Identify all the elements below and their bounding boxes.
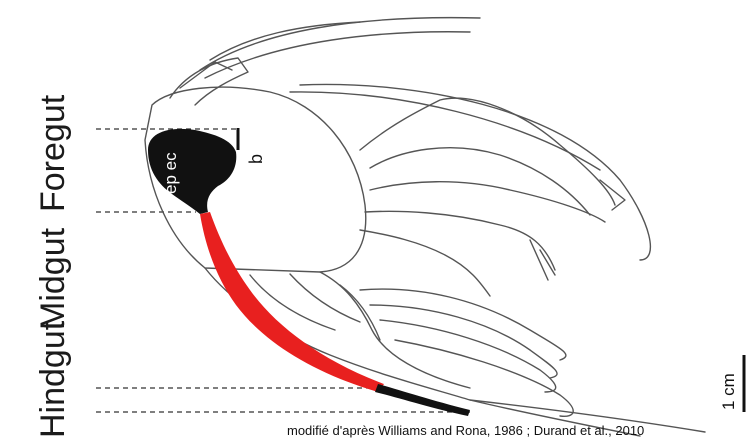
hindgut-region (375, 384, 470, 416)
b-label: b (246, 154, 266, 164)
foregut-label: Foregut (34, 94, 72, 212)
ep-ec-label: ep ec (161, 152, 180, 194)
hindgut-label: Hindgut (34, 320, 72, 438)
shrimp-outline (145, 18, 705, 436)
figure-caption: modifié d'après Williams and Rona, 1986 … (287, 423, 644, 438)
midgut-label: Midgut (34, 227, 72, 330)
scale-label: 1 cm (719, 373, 738, 410)
